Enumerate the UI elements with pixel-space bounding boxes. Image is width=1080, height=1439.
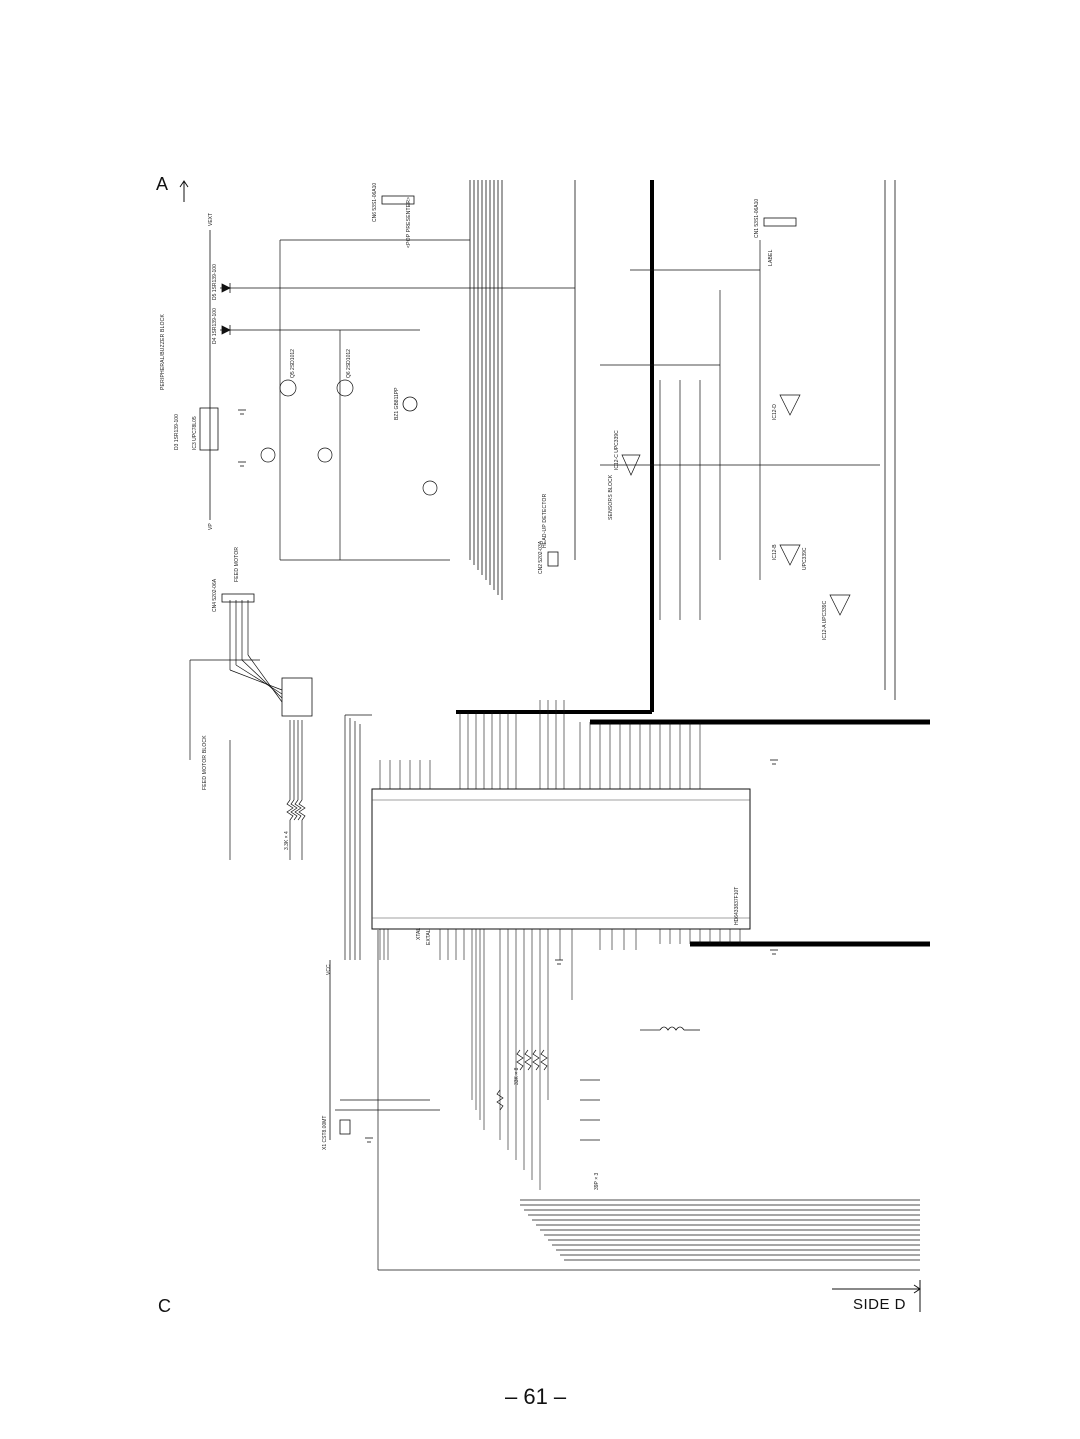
mcu-top-leads (379, 700, 701, 789)
head-up-label: HEAD-UP DETECTOR (542, 493, 548, 548)
xtal-pin-label: XTAL (416, 928, 422, 940)
ic-opamp1-label: IC12-C UPC339C (614, 430, 620, 470)
ic-opamp3-label: IC12-B (772, 544, 778, 560)
diode2-label: D4 1SR139-100 (212, 308, 218, 344)
ic-opamp4-label: IC12-A UPC339C (822, 600, 828, 640)
ic-opamp2-label: IC12-D (772, 404, 778, 420)
diodes (221, 283, 231, 335)
vext-label: VEXT (208, 213, 214, 226)
pop-presenter-label: <POP PRESENTER> (406, 197, 412, 248)
ground-symbols (238, 409, 778, 1143)
trans-label: Q5 2SD1012 (290, 349, 296, 378)
trans2-label: Q6 2SD1012 (346, 349, 352, 378)
bottom-resnet (496, 1049, 600, 1141)
buzzer (402, 396, 418, 412)
arrow-side-d (832, 1280, 921, 1312)
data-bus (456, 180, 930, 947)
mcu-ic (371, 788, 751, 930)
signal-lines-top (209, 180, 896, 700)
cn-feed-label: CN4 5202-06A (212, 578, 218, 612)
motor-driver-ic (281, 677, 313, 717)
pullup-label: 3.3K × 4 (284, 831, 290, 850)
xtal-label: X1 CST8.00MT (322, 1116, 328, 1150)
diode3-label: D5 1SR139-100 (212, 264, 218, 300)
sensor-comparators (600, 240, 880, 620)
ic-reg-label: IC3 UPC78L05 (192, 416, 198, 450)
feed-motor-block-label: FEED MOTOR BLOCK (202, 735, 208, 790)
peripheral-block-label: PERIPHERAL/BUZZER BLOCK (160, 314, 166, 390)
pop-connector (381, 195, 415, 205)
corner-label-a: A (156, 174, 169, 194)
corner-label-c: C (158, 1296, 171, 1316)
signal-lines-bottom (377, 930, 920, 1271)
regulator-ic (199, 407, 219, 451)
vp-label: VP (208, 523, 214, 530)
sensors-block-label: SENSORS BLOCK (608, 474, 614, 520)
ic-opamp5-label: UPC339C (802, 547, 808, 570)
cn-sensor-label: CN1 53S1-06A10 (754, 199, 760, 238)
mcu-bottom-leads (379, 929, 741, 1190)
pullup-resistors (286, 714, 372, 960)
sensor-connector (763, 217, 797, 227)
filter-l (640, 1026, 700, 1031)
extal-pin-label: EXTAL (426, 929, 432, 945)
feed-motor-connector (221, 593, 255, 603)
page-number: – 61 – (505, 1384, 567, 1409)
diode1-label: D3 1SR139-100 (174, 414, 180, 450)
headup-connector (547, 551, 559, 567)
cn-head-label: CN2 5202-03A (538, 540, 544, 574)
vcc-label: VCC (326, 964, 332, 975)
transistors (260, 240, 450, 561)
side-d-label: SIDE D (853, 1296, 907, 1313)
resnet1-label: 33K × 8 (514, 1067, 520, 1085)
sensor-label: LABEL (768, 249, 774, 266)
cn-pop-label: CN6 53S1-06A10 (372, 183, 378, 222)
arrow-a (179, 180, 189, 202)
resnet2-label: 39P × 3 (594, 1172, 600, 1190)
feed-motor-conn-label: FEED MOTOR (234, 547, 240, 582)
buzzer-label: BZ1 GB811PP (394, 387, 400, 420)
ic-main-label: HD6433837F10T (734, 887, 740, 925)
motor-wires (189, 600, 283, 860)
mcu-pin-rows (372, 799, 750, 919)
crystal-osc (329, 960, 440, 1140)
